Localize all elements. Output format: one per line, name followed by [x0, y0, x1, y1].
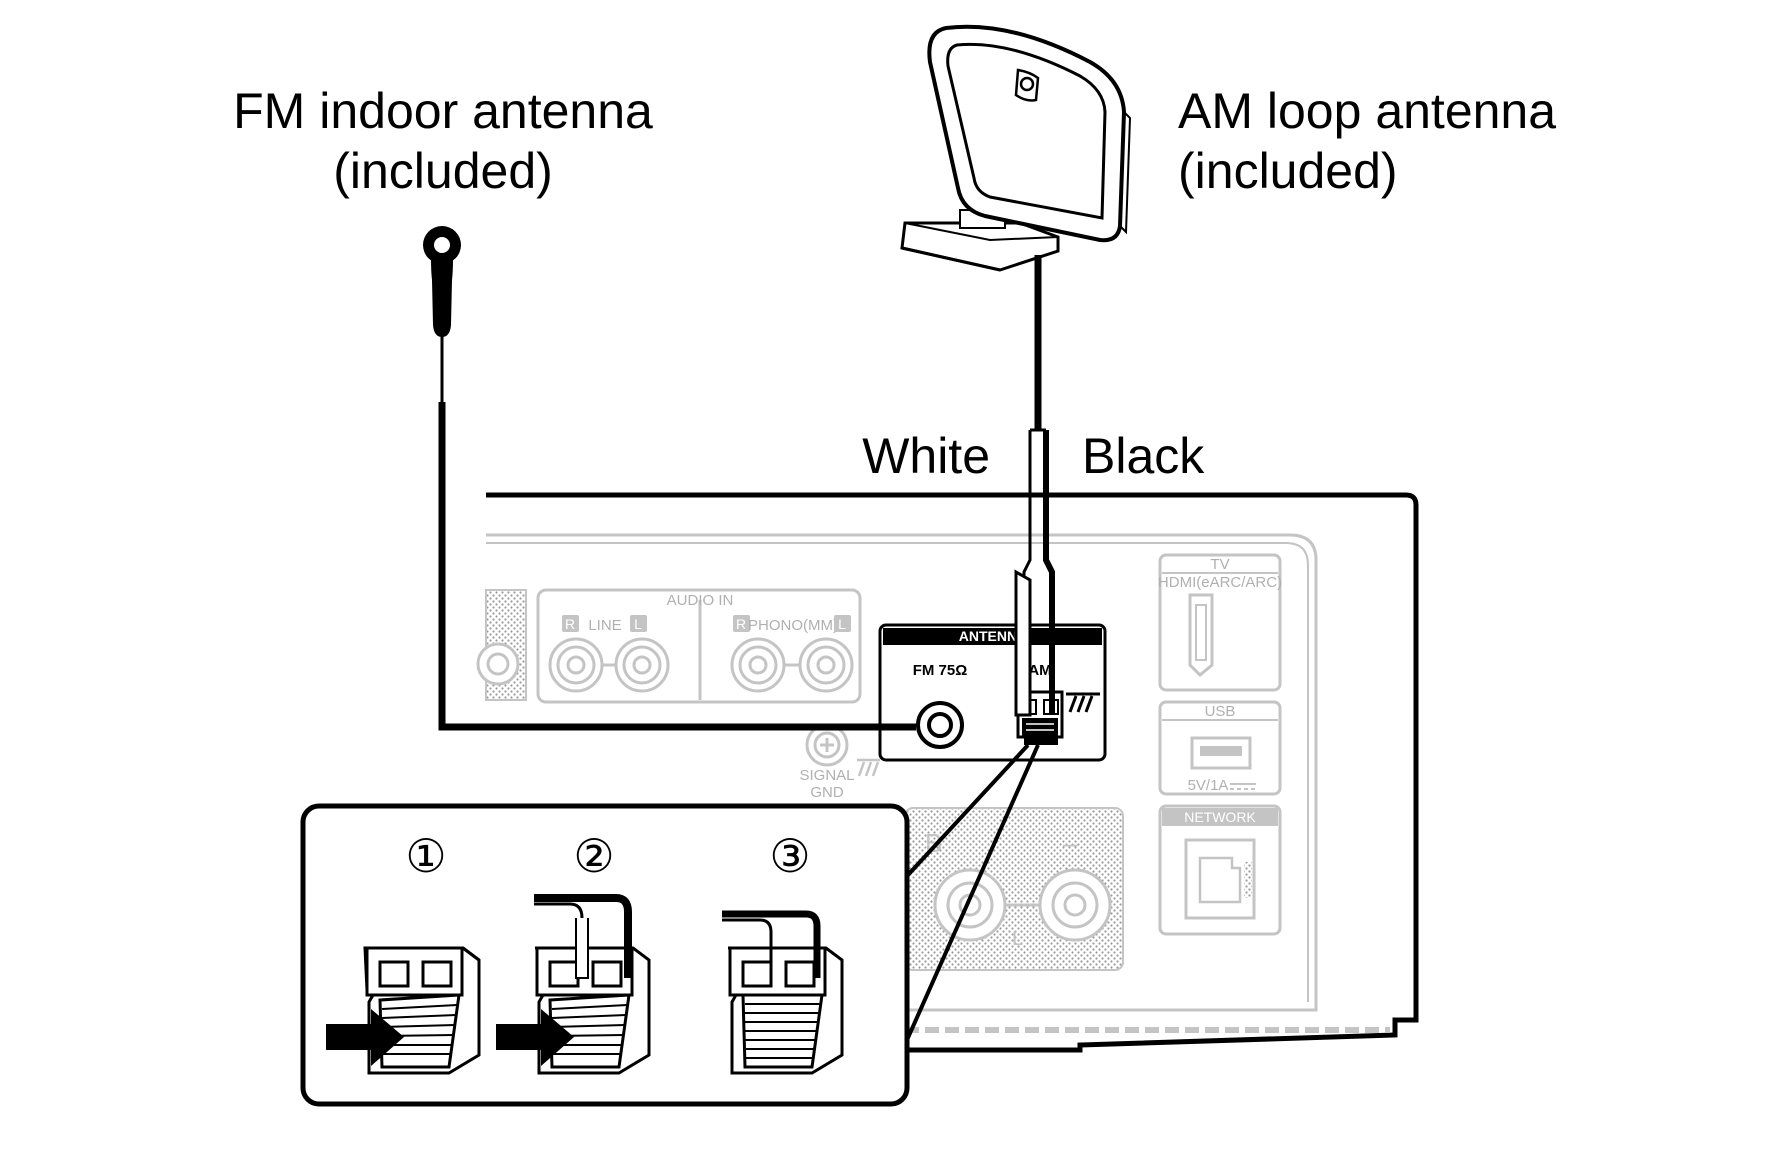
- ground-icon: [1066, 692, 1100, 713]
- antenna-terminal-block: ANTENNA FM 75Ω AM: [878, 623, 1107, 762]
- fm-antenna-label: FM indoor antenna (included): [233, 83, 653, 199]
- speaker-terminal-block: B – L: [904, 807, 1124, 971]
- line-label: LINE: [588, 617, 621, 634]
- fm-antenna-title: FM indoor antenna: [233, 83, 653, 139]
- fm75-label: FM 75Ω: [913, 662, 968, 679]
- am-antenna-subtitle: (included): [1178, 143, 1398, 199]
- am-antenna-label: AM loop antenna (included): [1178, 83, 1556, 199]
- step-1-number: ①: [405, 830, 446, 882]
- signal-label: SIGNAL: [799, 767, 854, 784]
- left-connector-partial: [476, 589, 527, 701]
- audio-in-label: AUDIO IN: [667, 592, 734, 609]
- usb-rating: 5V/1A: [1188, 777, 1229, 794]
- network-label: NETWORK: [1184, 809, 1256, 825]
- speaker-minus-label: –: [1063, 828, 1078, 858]
- white-wire-label: White: [862, 428, 990, 484]
- step-2-number: ②: [573, 830, 614, 882]
- line-l-badge: L: [634, 616, 642, 632]
- hdmi-tv-block: TV HDMI(eARC/ARC): [1158, 553, 1282, 692]
- phono-r-badge: R: [736, 616, 746, 632]
- step-inset: ① ② ③: [300, 803, 910, 1107]
- step-1-terminal: [326, 946, 481, 1075]
- am-loop-antenna: [900, 24, 1132, 717]
- network-block: NETWORK: [1158, 804, 1282, 936]
- speaker-l-label: L: [1012, 928, 1023, 950]
- receiver-rear-panel: [486, 492, 1419, 1053]
- phono-l-badge: L: [838, 616, 846, 632]
- hdmi-label: HDMI(eARC/ARC): [1158, 574, 1282, 591]
- usb-block: USB 5V/1A: [1158, 700, 1282, 796]
- am-antenna-title: AM loop antenna: [1178, 83, 1556, 139]
- fm-indoor-antenna: [423, 226, 916, 731]
- phono-label: PHONO(MM): [748, 617, 838, 634]
- step-3-number: ③: [769, 830, 810, 882]
- am-label: AM: [1028, 662, 1051, 679]
- signal-gnd-screw: SIGNAL GND: [799, 723, 880, 801]
- step-2-terminal: [496, 894, 651, 1075]
- step-3-terminal: [722, 910, 844, 1075]
- fm-antenna-subtitle: (included): [333, 143, 553, 199]
- audio-in-block: AUDIO IN R LINE L R PHONO(MM) L: [536, 588, 862, 704]
- zoom-callout-lines: [905, 743, 1040, 1041]
- antenna-label: ANTENNA: [959, 628, 1027, 644]
- line-r-badge: R: [565, 616, 575, 632]
- black-wire-label: Black: [1082, 428, 1205, 484]
- gnd-label: GND: [810, 784, 844, 801]
- usb-label: USB: [1205, 703, 1236, 720]
- tv-label: TV: [1210, 556, 1229, 573]
